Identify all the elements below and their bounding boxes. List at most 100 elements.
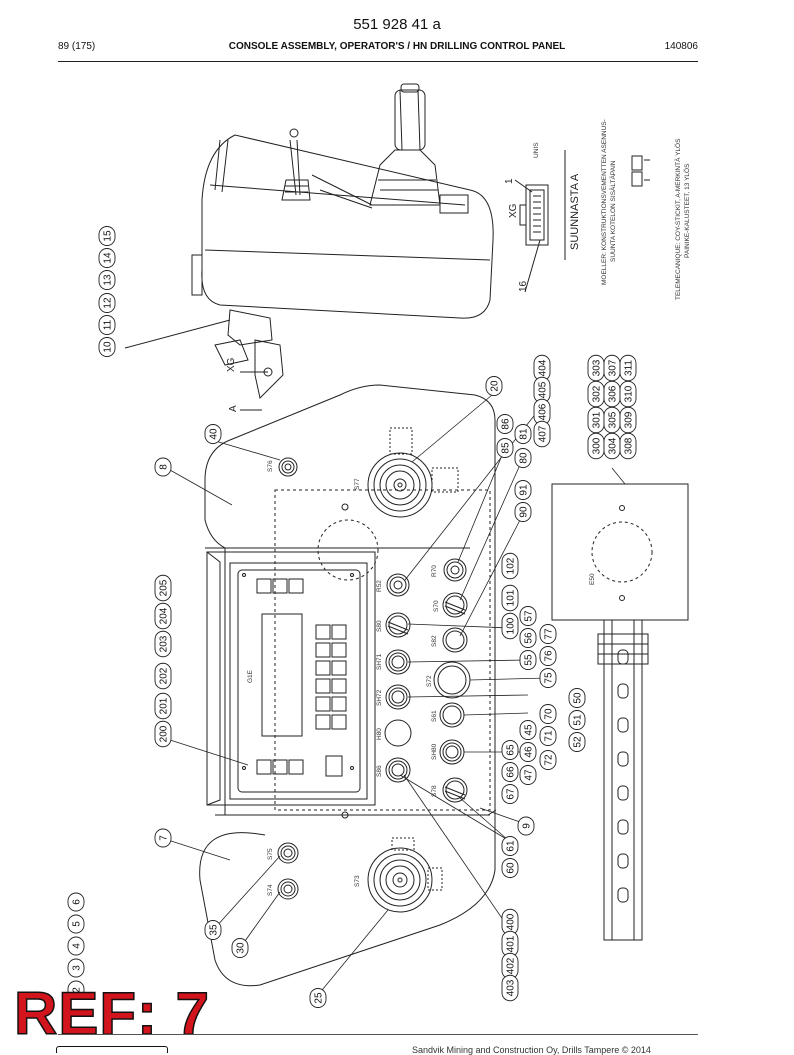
callout-61: 61 <box>501 836 519 856</box>
callout-80: 80 <box>514 448 532 468</box>
connector-xg-detail <box>514 150 650 293</box>
logo-fragment <box>56 1046 168 1053</box>
callout-number: 77 <box>544 628 555 640</box>
callout-number: 65 <box>506 744 517 756</box>
callout-number: 12 <box>103 297 114 309</box>
callout-number: 25 <box>314 992 325 1004</box>
callout-number: 3 <box>72 965 83 971</box>
callout-52: 52 <box>568 732 586 752</box>
label-sh72: SH72 <box>376 689 383 706</box>
label-r70: R70 <box>431 565 438 577</box>
joystick-s73 <box>367 837 443 913</box>
callout-102: 102 <box>501 552 519 580</box>
callout-306: 306 <box>603 380 621 408</box>
callout-67: 67 <box>501 784 519 804</box>
label-sh71: SH71 <box>376 653 383 670</box>
label-e50: E50 <box>589 573 596 585</box>
callout-number: 2 <box>72 987 83 993</box>
callout-405: 405 <box>533 376 551 404</box>
callout-number: 15 <box>103 230 114 242</box>
callout-25: 25 <box>309 988 327 1008</box>
note-line-1: MOELLER: KONSTRUKTIONSVEMENTTEN ASENNUS- <box>601 119 608 285</box>
callout-number: 309 <box>624 411 635 428</box>
callout-20: 20 <box>485 376 503 396</box>
callout-311: 311 <box>619 354 637 382</box>
callout-45: 45 <box>519 720 537 740</box>
label-suunnasta: SUUNNASTA A <box>569 173 581 250</box>
callout-number: 5 <box>72 921 83 927</box>
callout-number: 100 <box>506 617 517 634</box>
callout-number: 401 <box>506 935 517 952</box>
callout-15: 15 <box>98 226 116 246</box>
label-s86: S86 <box>376 765 383 777</box>
callout-number: 30 <box>236 942 247 954</box>
footer-divider <box>58 1034 698 1035</box>
connector-tag: UNIS <box>533 142 540 158</box>
callout-number: 404 <box>538 359 549 376</box>
callout-4: 4 <box>67 936 85 956</box>
callout-201: 201 <box>154 692 172 720</box>
label-xg-connector: XG <box>508 203 519 218</box>
callout-14: 14 <box>98 248 116 268</box>
callout-300: 300 <box>587 432 605 460</box>
callout-number: 55 <box>524 654 535 666</box>
callout-number: 6 <box>72 899 83 905</box>
callout-71: 71 <box>539 726 557 746</box>
callout-number: 52 <box>573 736 584 748</box>
label-pin-1: 1 <box>504 178 515 184</box>
callout-202: 202 <box>154 662 172 690</box>
callout-200: 200 <box>154 720 172 748</box>
callout-203: 203 <box>154 630 172 658</box>
callout-number: 400 <box>506 913 517 930</box>
callout-35: 35 <box>204 920 222 940</box>
header-divider <box>58 61 698 62</box>
label-pin-16: 16 <box>518 280 529 292</box>
callout-number: 407 <box>538 425 549 442</box>
joystick-handle-assembly <box>124 83 494 411</box>
component-labels: S76 S77 R52 R70 S70 S80 S82 SH71 S72 SH7… <box>247 142 596 896</box>
callout-65: 65 <box>501 740 519 760</box>
callout-number: 4 <box>72 943 83 949</box>
assembly-notes: MOELLER: KONSTRUKTIONSVEMENTTEN ASENNUS-… <box>601 119 691 300</box>
callout-3: 3 <box>67 958 85 978</box>
callout-40: 40 <box>204 424 222 444</box>
callout-403: 403 <box>501 974 519 1002</box>
callout-number: 308 <box>624 437 635 454</box>
callout-number: 67 <box>506 788 517 800</box>
callout-51: 51 <box>568 710 586 730</box>
callout-81: 81 <box>514 424 532 444</box>
callout-66: 66 <box>501 762 519 782</box>
callout-number: 8 <box>159 464 170 470</box>
callout-91: 91 <box>514 480 532 500</box>
callout-number: 72 <box>544 754 555 766</box>
callout-number: 50 <box>573 692 584 704</box>
callout-number: 10 <box>103 341 114 353</box>
label-h80: H80 <box>376 728 383 740</box>
label-xg-handle: XG <box>226 357 237 372</box>
callout-number: 301 <box>592 411 603 428</box>
callout-number: 307 <box>608 359 619 376</box>
callout-number: 406 <box>538 403 549 420</box>
callout-47: 47 <box>519 765 537 785</box>
label-s74: S74 <box>267 884 274 896</box>
callout-400: 400 <box>501 908 519 936</box>
callout-number: 85 <box>501 442 512 454</box>
callout-303: 303 <box>587 354 605 382</box>
callout-number: 9 <box>522 823 533 829</box>
callout-number: 402 <box>506 957 517 974</box>
callout-number: 304 <box>608 437 619 454</box>
label-g1e: G1E <box>247 669 254 683</box>
callout-5: 5 <box>67 914 85 934</box>
callout-60: 60 <box>501 858 519 878</box>
callout-number: 76 <box>544 650 555 662</box>
callout-407: 407 <box>533 420 551 448</box>
callout-11: 11 <box>98 315 116 335</box>
callout-308: 308 <box>619 432 637 460</box>
callout-number: 45 <box>524 724 535 736</box>
view-labels: XG XG A 1 16 SUUNNASTA A <box>226 173 581 412</box>
callout-number: 204 <box>159 607 170 624</box>
label-sh80: SH80 <box>431 743 438 760</box>
callout-77: 77 <box>539 624 557 644</box>
callout-55: 55 <box>519 650 537 670</box>
callout-57: 57 <box>519 606 537 626</box>
